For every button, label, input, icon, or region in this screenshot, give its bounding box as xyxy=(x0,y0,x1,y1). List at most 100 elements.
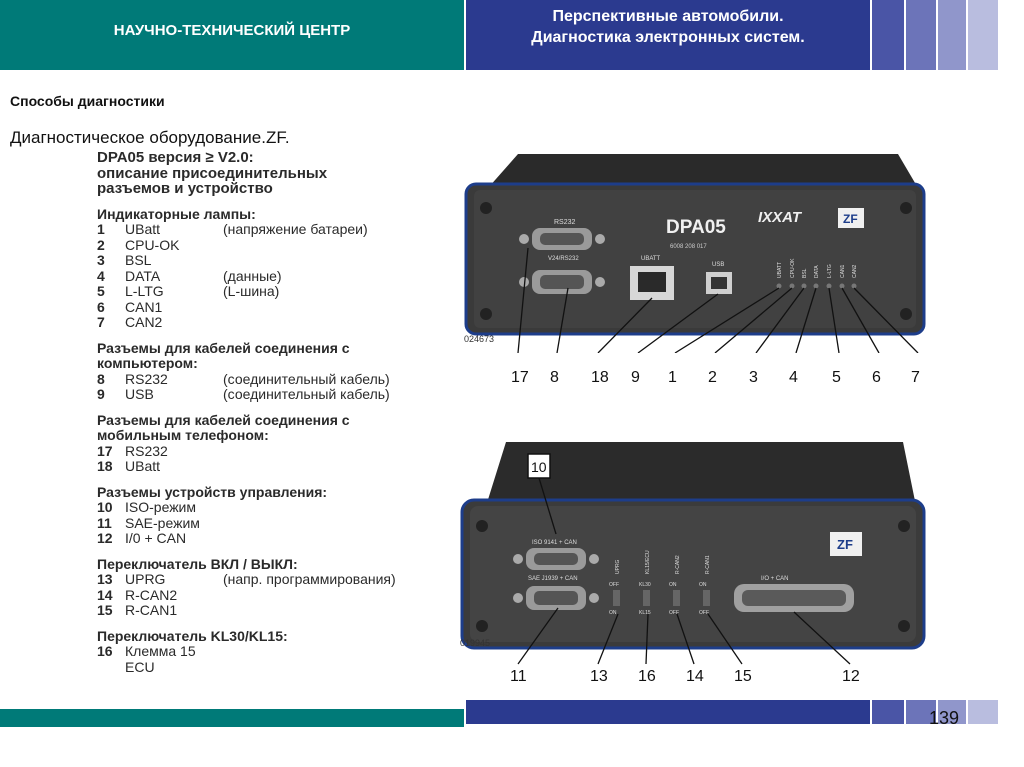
header-stripe-1 xyxy=(872,0,904,70)
led-indicator-icon xyxy=(851,283,857,289)
device-top-shell xyxy=(488,154,918,188)
zf-logo: ZF xyxy=(837,537,853,552)
legend-item-num: 13 xyxy=(97,571,113,587)
legend-item-desc: (напряжение батареи) xyxy=(223,221,368,237)
header-stripe-2 xyxy=(906,0,936,70)
legend-group-heading: Разъемы для кабелей соединения с xyxy=(97,339,350,356)
legend-item-num: 17 xyxy=(97,442,113,459)
led-label: CPU-OK xyxy=(790,258,796,278)
legend-item-num: 6 xyxy=(97,298,105,315)
header-stripe-gap xyxy=(966,0,968,70)
ubatt-socket-hole xyxy=(638,272,666,292)
screw-icon xyxy=(900,202,912,214)
port-label-usb: USB xyxy=(712,262,724,268)
led-indicator-icon xyxy=(826,283,832,289)
header-right-bar xyxy=(466,0,870,70)
callout-number: 1 xyxy=(668,369,677,386)
legend-item-label: DATA xyxy=(125,267,161,284)
legend-gap xyxy=(97,475,427,485)
footer-stripe-1 xyxy=(872,700,904,724)
device-top-shell xyxy=(486,442,916,506)
legend-item-desc xyxy=(223,444,427,460)
callout-number: 2 xyxy=(708,369,717,386)
callout-number: 17 xyxy=(511,369,529,386)
port-screw-icon xyxy=(589,554,599,564)
switch-state-label: ON xyxy=(609,610,617,616)
header-stripe-4 xyxy=(968,0,998,70)
port-screw-icon xyxy=(595,277,605,287)
page-subtitle: Диагностическое оборудование.ZF. xyxy=(10,128,290,147)
legend-group-heading: компьютером: xyxy=(97,355,198,371)
legend-title-line1: DPA05 версия ≥ V2.0: xyxy=(97,149,254,166)
legend-item-num: 2 xyxy=(97,236,105,253)
legend-item-desc xyxy=(223,253,427,269)
toggle-switch[interactable] xyxy=(673,590,680,606)
legend-item-desc: (соединительный кабель) xyxy=(223,370,390,387)
toggle-switch[interactable] xyxy=(643,590,650,606)
switch-state-label: KL30 xyxy=(639,582,651,588)
legend-item-label: CAN1 xyxy=(125,298,163,315)
legend-title-line3: разъемов и устройство xyxy=(97,180,273,197)
legend-item: 14 R-CAN2 xyxy=(97,586,427,604)
callout-number: 5 xyxy=(832,369,841,386)
callout-number: 8 xyxy=(550,369,559,386)
section-title: Способы диагностики xyxy=(10,93,165,109)
io-can-port-socket xyxy=(742,590,846,606)
legend-item-label: R-CAN2 xyxy=(125,586,178,603)
legend-item-num: 12 xyxy=(97,530,113,546)
header-stripe-3 xyxy=(938,0,966,70)
legend-panel: DPA05 версия ≥ V2.0: описание присоедини… xyxy=(97,150,427,675)
legend-item-num: 14 xyxy=(97,586,113,603)
port-screw-icon xyxy=(519,234,529,244)
legend-item-desc xyxy=(223,300,427,316)
legend-item-desc: (напр. программирования) xyxy=(223,571,396,587)
switch-state-label: ON xyxy=(699,582,707,588)
led-indicator-icon xyxy=(776,283,782,289)
device-front-photo: RS232 V24/RS232 UBATT USB DPA05 6008 208… xyxy=(458,148,928,353)
zf-logo-badge xyxy=(838,208,864,228)
photo-code: 024673 xyxy=(464,334,494,344)
device-model-label: DPA05 xyxy=(666,217,726,238)
callout-box-number: 10 xyxy=(531,459,547,475)
legend-item-label: UPRG xyxy=(125,571,166,587)
legend-item-num: 1 xyxy=(97,221,105,237)
legend-item-desc xyxy=(223,531,427,547)
legend-gap xyxy=(97,331,427,341)
device-rear-face xyxy=(470,506,916,642)
legend-item-desc xyxy=(223,238,427,254)
toggle-switch[interactable] xyxy=(703,590,710,606)
header-divider xyxy=(464,0,466,70)
legend-item-label: R-CAN1 xyxy=(125,602,178,618)
legend-item-num: 16 xyxy=(97,643,113,659)
switch-state-label: OFF xyxy=(699,610,709,616)
legend-item-num: 8 xyxy=(97,370,105,387)
toggle-switch[interactable] xyxy=(613,590,620,606)
port-screw-icon xyxy=(519,277,529,287)
iso-port-socket xyxy=(534,553,578,565)
legend-item-label: BSL xyxy=(125,252,152,268)
led-label: CAN1 xyxy=(840,264,846,278)
device-rear-photo: 10 ISO 9141 + CAN SAE J1939 + CAN UPRGOF… xyxy=(458,440,928,668)
legend-item-desc: (L-шина) xyxy=(223,283,280,299)
legend-item-label: CAN2 xyxy=(125,314,163,330)
header-right-title: Перспективные автомобили. Диагностика эл… xyxy=(466,6,870,48)
screw-icon xyxy=(476,520,488,532)
header-right-title-line2: Диагностика электронных систем. xyxy=(531,29,805,46)
port-label-io: I/O + CAN xyxy=(761,576,789,582)
legend-gap xyxy=(97,403,427,413)
switch-state-label: ON xyxy=(669,582,677,588)
photo-code: 019945 xyxy=(460,638,490,648)
screw-icon xyxy=(480,308,492,320)
legend-item-num: 18 xyxy=(97,458,113,474)
legend-item-label: CPU-OK xyxy=(125,236,180,253)
legend-gap xyxy=(97,619,427,629)
device-part-number: 6008 208 017 xyxy=(670,244,707,250)
port-label-v24: V24/RS232 xyxy=(548,256,579,262)
legend-item-label: UBatt xyxy=(125,458,161,474)
